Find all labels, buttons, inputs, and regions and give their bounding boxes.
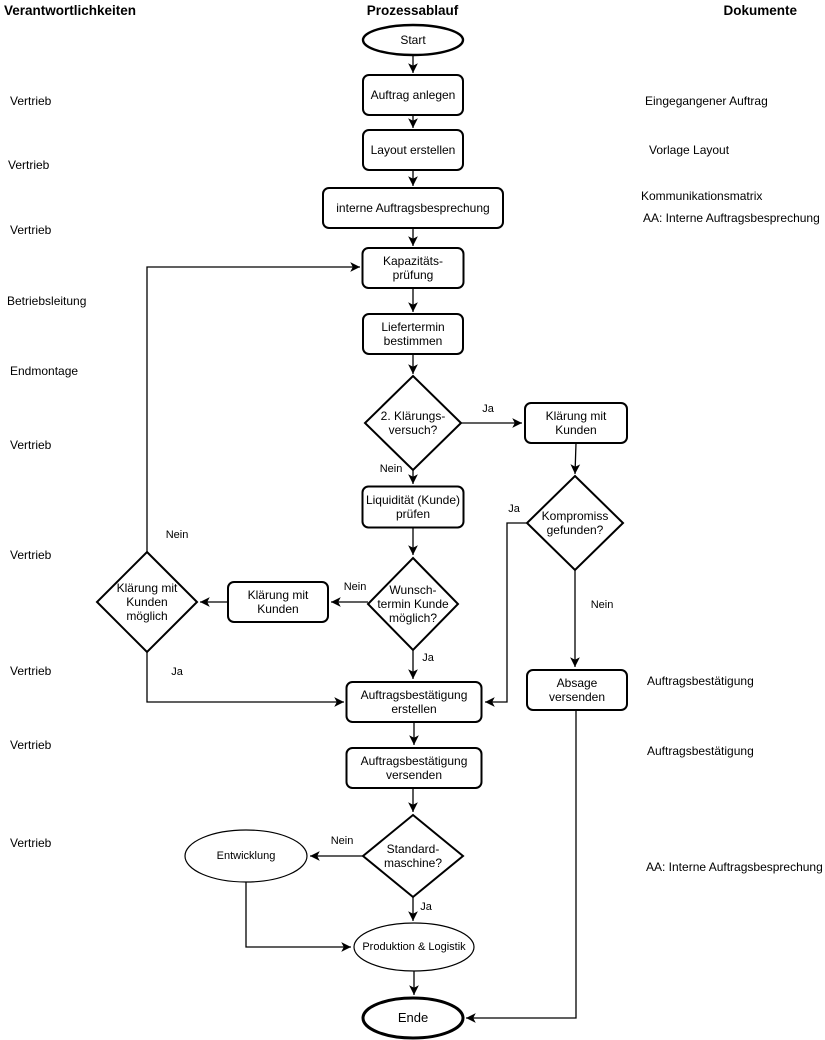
node-klaerung-moeglich <box>95 550 199 654</box>
node-start <box>361 23 465 57</box>
edge-moeglich-nein-hoch <box>146 262 360 552</box>
column-header-documents: Dokumente <box>723 3 797 18</box>
node-ab-versenden <box>345 747 483 789</box>
node-interne-besprechung <box>322 187 504 229</box>
node-auftrag-anlegen <box>362 74 464 116</box>
node-ende <box>361 996 465 1040</box>
column-header-process: Prozessablauf <box>366 3 459 18</box>
node-ab-erstellen <box>345 681 483 723</box>
edge-kompromiss-ja <box>485 522 527 707</box>
edge-entwicklung-produktion <box>245 882 351 952</box>
edges-group <box>146 55 581 1023</box>
node-klaerungsversuch <box>363 374 463 472</box>
node-liquiditaet <box>361 485 465 529</box>
node-layout-erstellen <box>362 129 464 171</box>
node-entwicklung <box>184 829 308 883</box>
edge-absage-ende <box>466 710 577 1023</box>
node-produktion <box>353 922 475 972</box>
edge-moeglich-ja-runter <box>146 652 344 707</box>
node-liefertermin <box>362 313 464 355</box>
node-kapazitaetspruefung <box>361 247 465 289</box>
column-header-responsibilities: Verantwortlichkeiten <box>4 3 137 18</box>
node-standardmaschine <box>361 813 465 899</box>
nodes-group <box>95 23 628 1040</box>
node-klaerung-kunden-1 <box>524 402 628 444</box>
node-klaerung-kunden-2 <box>227 581 329 623</box>
node-absage-versenden <box>526 669 628 711</box>
edge-klaerung1-kompromiss <box>570 442 581 475</box>
node-wunschtermin <box>366 556 460 652</box>
node-kompromiss <box>525 474 625 572</box>
